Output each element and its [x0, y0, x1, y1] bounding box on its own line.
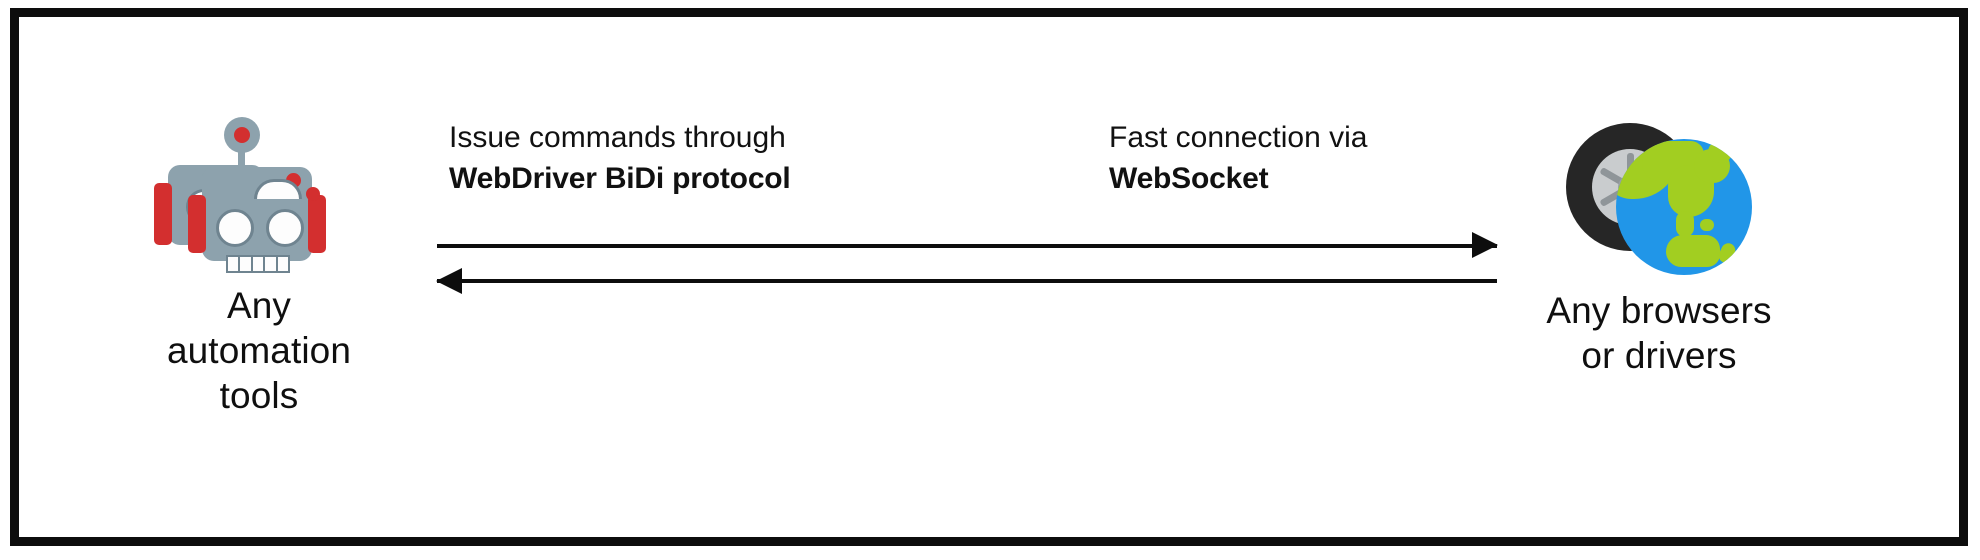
robot-icon: [154, 117, 364, 273]
globe-tire-icon: [1544, 117, 1774, 275]
annotation-line-1: Fast connection via: [1109, 121, 1368, 154]
label-line: or drivers: [1581, 335, 1737, 377]
node-automation-tools: Any automation tools: [109, 117, 409, 517]
annotation-commands: Issue commands through WebDriver BiDi pr…: [449, 117, 969, 200]
connection-arrows: [436, 232, 1498, 294]
label-line: Any browsers: [1546, 290, 1772, 331]
annotation-events: Fast connection via WebSocket: [1109, 117, 1529, 200]
diagram-frame: Any automation tools: [10, 8, 1968, 546]
node-label-browsers-drivers: Any browsers or drivers: [1546, 288, 1771, 378]
arrowhead-right-icon: [1472, 232, 1498, 258]
annotation-line-2: WebDriver BiDi protocol: [449, 162, 791, 196]
globe-icon: [1616, 139, 1752, 275]
label-line: Any: [226, 285, 292, 326]
annotation-line-2: WebSocket: [1109, 162, 1269, 196]
annotation-line-1: Issue commands through: [449, 121, 786, 154]
node-label-automation-tools: Any automation tools: [167, 283, 351, 418]
label-line: tools: [219, 375, 299, 417]
label-line: automation: [166, 330, 352, 372]
arrowhead-left-icon: [436, 268, 462, 294]
node-browsers-drivers: Any browsers or drivers: [1499, 117, 1819, 517]
